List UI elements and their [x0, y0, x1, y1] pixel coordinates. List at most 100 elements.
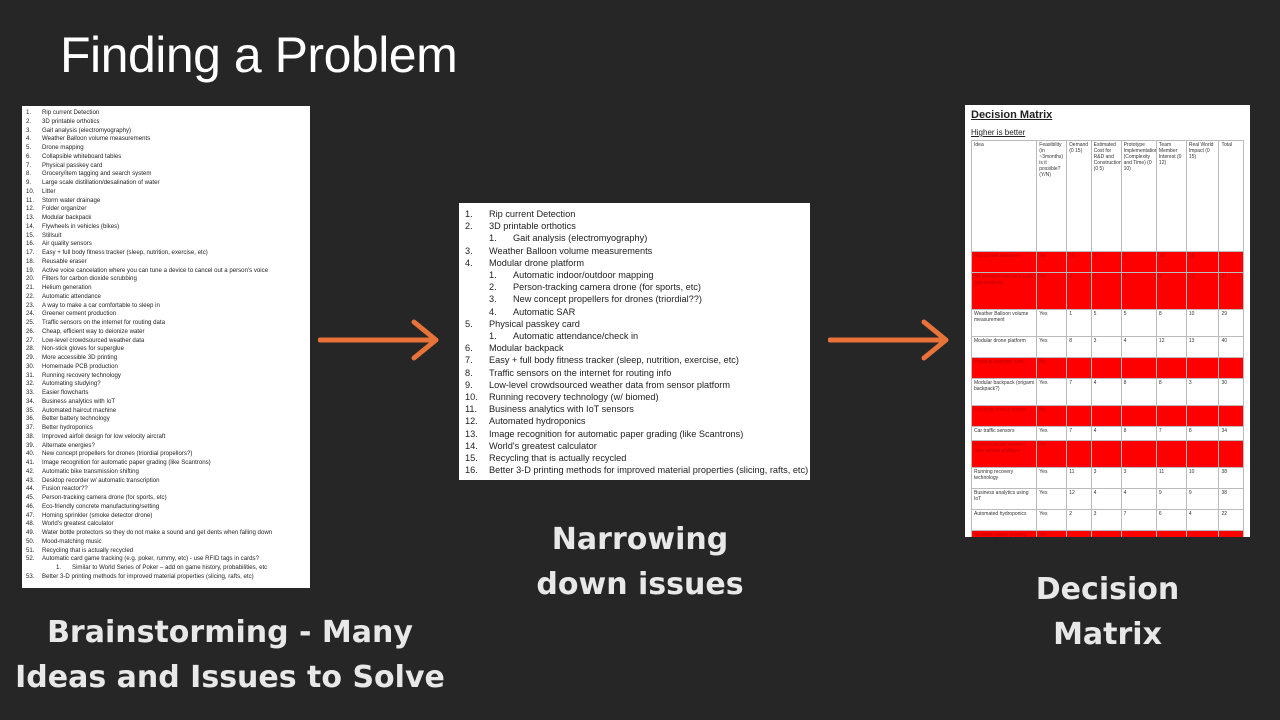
table-cell — [1090, 405, 1122, 427]
list-item: 7.Easy + full body fitness tracker (slee… — [465, 354, 804, 366]
table-cell: 3 — [1090, 336, 1122, 358]
list-text: Automatic indoor/outdoor mapping — [513, 270, 654, 281]
list-text: Modular drone platform — [489, 257, 584, 268]
list-text: Automated hydroponics — [489, 416, 586, 427]
list-text: Large scale distillation/desalination of… — [42, 179, 160, 186]
list-item: 49.Water bottle protectors so they do no… — [26, 529, 306, 538]
list-number: 43. — [26, 476, 35, 484]
list-text: Low-level crowdsourced weather data — [42, 336, 145, 344]
list-item: 10.Running recovery technology (w/ biome… — [465, 391, 804, 403]
list-number: 1. — [56, 564, 62, 571]
list-text: Better battery technology — [42, 415, 110, 423]
table-cell — [1218, 251, 1244, 273]
list-number: 14. — [465, 440, 478, 451]
list-number: 28. — [26, 345, 35, 353]
list-number: 1. — [489, 331, 497, 342]
list-item: 41.Image recognition for automatic paper… — [26, 459, 306, 468]
list-number: 53. — [26, 572, 35, 580]
list-item: 6.Modular backpack — [465, 342, 804, 354]
list-item: 52.Automatic card game tracking (e.g. po… — [26, 555, 306, 564]
table-cell: 9 — [1185, 488, 1220, 510]
table-cell: No — [1036, 530, 1068, 537]
caption-narrowing: Narrowing down issues — [490, 517, 790, 607]
list-item: 23.A way to make a car comfortable to sl… — [26, 302, 306, 311]
list-item: 38.Improved airfoil design for low veloc… — [26, 433, 306, 442]
list-text: Drone mapping — [42, 144, 84, 151]
list-number: 20. — [26, 275, 35, 283]
list-item: 42.Automatic bike transmission shifting — [26, 468, 306, 477]
list-text: World's greatest calculator — [489, 440, 597, 451]
list-number: 15. — [26, 231, 35, 239]
list-text: Running recovery technology — [42, 371, 121, 379]
table-cell — [1218, 530, 1244, 537]
list-number: 5. — [465, 318, 473, 329]
list-item: 34.Business analytics with IoT — [26, 398, 306, 407]
table-cell: 7 — [1066, 378, 1092, 406]
list-number: 24. — [26, 310, 35, 318]
list-item: 4.Weather Balloon volume measurements — [26, 135, 306, 144]
list-item: 2.Person-tracking camera drone (for spor… — [465, 281, 804, 293]
list-text: 3D printable orthotics — [489, 221, 576, 232]
list-number: 14. — [26, 222, 35, 230]
list-text: Easier flowcharts — [42, 389, 89, 396]
table-cell: 8 — [1185, 426, 1220, 441]
list-text: More accessible 3D printing — [42, 354, 118, 361]
table-cell: 30 — [1218, 378, 1244, 406]
list-item: 36. Better battery technology — [26, 415, 306, 424]
list-number: 2. — [465, 221, 473, 232]
list-text: Desktop recorder w/ automatic transcript… — [42, 476, 160, 484]
table-cell: No — [1036, 251, 1068, 273]
list-number: 13. — [465, 428, 478, 439]
matrix-header-cell: Total — [1218, 140, 1244, 252]
list-number: 31. — [26, 371, 35, 379]
caption-line: Brainstorming - Many — [47, 615, 413, 650]
list-item: 25.Traffic sensors on the internet for r… — [26, 319, 306, 328]
table-cell: 8 — [1155, 309, 1187, 337]
table-cell: Yes — [1036, 309, 1068, 337]
list-item: 35.Automated haircut machine — [26, 407, 306, 416]
table-cell: Automated hydroponics — [970, 509, 1038, 531]
list-number: 23. — [26, 301, 35, 309]
list-number: 50. — [26, 537, 35, 545]
table-cell: 7 — [1066, 426, 1092, 441]
list-text: Flywheels in vehicles (bikes) — [42, 222, 120, 230]
table-cell: 3 — [1120, 467, 1157, 489]
list-item: 4.Modular drone platform — [465, 257, 804, 269]
table-cell: Rip current detection — [970, 251, 1038, 273]
list-number: 16. — [465, 465, 478, 476]
table-cell — [1185, 357, 1220, 379]
list-number: 7. — [465, 355, 473, 366]
table-cell: 21 — [1218, 272, 1244, 310]
table-cell: 5 — [1120, 309, 1157, 337]
list-item: 13.Image recognition for automatic paper… — [465, 428, 804, 440]
list-item: 3.Weather Balloon volume measurements — [465, 245, 804, 257]
list-text: Improved airfoil design for low velocity… — [42, 432, 166, 440]
list-text: Easy + full body fitness tracker (sleep,… — [42, 249, 208, 256]
list-number: 3. — [465, 245, 473, 256]
list-item: 18.Reusable eraser — [26, 258, 306, 267]
list-item: 1.Gait analysis (electromyography) — [465, 232, 804, 244]
table-cell: 5 — [1090, 309, 1122, 337]
list-number: 6. — [26, 152, 32, 160]
list-item: 4.Automatic SAR — [465, 306, 804, 318]
table-cell: 29 — [1218, 309, 1244, 337]
list-number: 21. — [26, 284, 35, 291]
list-number: 36. — [26, 415, 35, 423]
list-number: 16. — [26, 240, 35, 248]
list-item: 11.Business analytics with IoT sensors — [465, 403, 804, 415]
list-number: 48. — [26, 520, 35, 528]
list-text: World's greatest calculator — [42, 520, 114, 528]
matrix-subtitle: Higher is better — [971, 128, 1026, 137]
table-cell — [1185, 440, 1220, 468]
list-item: 15.Recycling that is actually recycled — [465, 452, 804, 464]
table-cell: No — [1036, 272, 1068, 310]
list-item: 22.Automatic attendance — [26, 293, 306, 302]
table-cell: 3D printable orthotics (with gait analys… — [970, 272, 1038, 310]
list-number: 49. — [26, 529, 35, 536]
